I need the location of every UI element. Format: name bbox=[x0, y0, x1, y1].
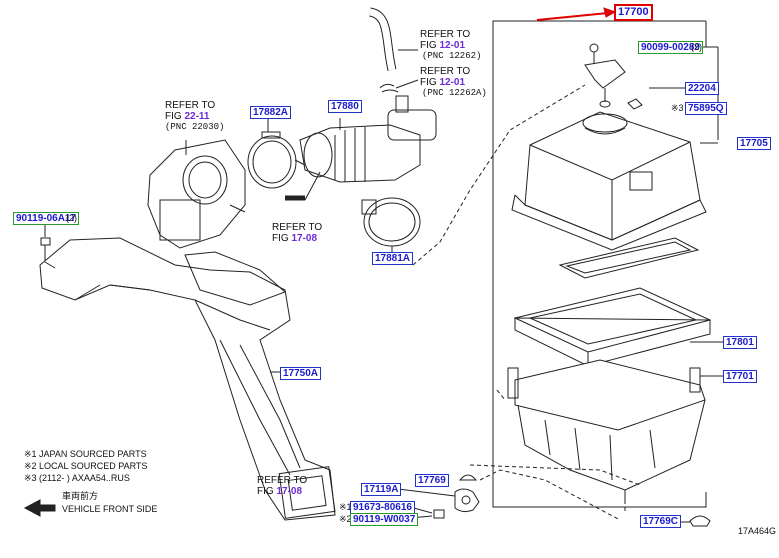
hose-clamp-left-drawing bbox=[247, 118, 297, 189]
ref-fig-17-08-b: REFER TO FIG 17-08 bbox=[257, 475, 307, 497]
ref-fig-link[interactable]: 12-01 bbox=[439, 77, 466, 88]
ref-fig-prefix: FIG bbox=[272, 233, 292, 244]
bolt-drawing bbox=[40, 225, 51, 262]
ref-fig-prefix: FIG bbox=[165, 111, 185, 122]
ref-fig-prefix: FIG bbox=[420, 77, 440, 88]
ref-fig-line: FIG 12-01 bbox=[420, 40, 481, 51]
part-75895Q-label[interactable]: 75895Q bbox=[685, 102, 727, 115]
intake-pipe-drawing bbox=[294, 95, 437, 183]
ref-fig-line: FIG 22-11 bbox=[165, 111, 224, 122]
part-90119a-qty: (2) bbox=[66, 213, 77, 223]
vehicle-front-label: VEHICLE FRONT SIDE bbox=[62, 504, 158, 514]
part-17769C-label[interactable]: 17769C bbox=[640, 515, 682, 528]
ref-fig-12-01-a: REFER TO FIG 12-01 (PNC 12262) bbox=[420, 29, 481, 62]
note-japan-sourced: ※1 JAPAN SOURCED PARTS bbox=[24, 449, 147, 459]
part-90119w-mark: ※2 bbox=[339, 514, 352, 524]
part-17801-label[interactable]: 17801 bbox=[723, 336, 757, 349]
ref-fig-12-01-b: REFER TO FIG 12-01 (PNC 12262A) bbox=[420, 66, 487, 99]
air-filter-drawing bbox=[513, 287, 712, 367]
part-17700-label[interactable]: 17700 bbox=[614, 4, 653, 21]
air-cleaner-cap-drawing bbox=[511, 111, 707, 251]
part-17705-label[interactable]: 17705 bbox=[737, 137, 771, 150]
ref-fig-link[interactable]: 17-08 bbox=[276, 486, 303, 497]
ref-fig-prefix: FIG bbox=[257, 486, 277, 497]
throttle-body-drawing bbox=[147, 139, 246, 249]
air-cleaner-case-drawing bbox=[507, 359, 706, 500]
highlight-arrow bbox=[536, 12, 609, 21]
part-90099-qty: (2) bbox=[691, 42, 702, 52]
ref-fig-link[interactable]: 22-11 bbox=[184, 111, 210, 122]
ref-fig-link[interactable]: 12-01 bbox=[439, 40, 466, 51]
ref-pnc: (PNC 12262A) bbox=[422, 88, 487, 98]
vehicle-front-jp: 車両前方 bbox=[62, 492, 99, 502]
ref-text: REFER TO bbox=[257, 475, 308, 486]
ref-pnc: (PNC 12262) bbox=[422, 51, 482, 61]
ref-pnc: (PNC 22030) bbox=[165, 122, 225, 132]
ref-fig-link[interactable]: 17-08 bbox=[291, 233, 318, 244]
part-90099-00289-label[interactable]: 90099-00289 bbox=[638, 41, 703, 54]
part-17769-label[interactable]: 17769 bbox=[415, 474, 449, 487]
part-91673-mark: ※1 bbox=[339, 502, 352, 512]
part-17880-label[interactable]: 17880 bbox=[328, 100, 362, 113]
part-75895-mark: ※3 bbox=[671, 103, 684, 113]
part-17750A-label[interactable]: 17750A bbox=[280, 367, 322, 380]
part-17881A-label[interactable]: 17881A bbox=[372, 252, 414, 265]
hose-clamp-right-drawing bbox=[361, 197, 421, 252]
ref-text: REFER TO bbox=[420, 29, 471, 40]
part-22204-label[interactable]: 22204 bbox=[685, 82, 719, 95]
ref-fig-line: FIG 12-01 bbox=[420, 77, 487, 88]
ref-fig-line: FIG 17-08 bbox=[272, 233, 322, 244]
part-17119A-label[interactable]: 17119A bbox=[361, 483, 402, 496]
breather-hose-drawing bbox=[368, 7, 419, 93]
sensor-drawing bbox=[584, 59, 643, 110]
grommet-drawing bbox=[677, 515, 711, 527]
ref-text: REFER TO bbox=[272, 222, 323, 233]
assembly-bracket bbox=[492, 20, 707, 508]
ref-text: REFER TO bbox=[165, 100, 216, 111]
front-arrow-drawing bbox=[23, 499, 56, 517]
screw-drawing bbox=[589, 43, 599, 64]
note-local-sourced: ※2 LOCAL SOURCED PARTS bbox=[24, 461, 148, 471]
part-17701-label[interactable]: 17701 bbox=[723, 370, 757, 383]
part-90119-06A17-label[interactable]: 90119-06A17 bbox=[13, 212, 80, 225]
note-model-range: ※3 (2112- ) AXAA54..RUS bbox=[24, 473, 130, 483]
ref-fig-22-11: REFER TO FIG 22-11 (PNC 22030) bbox=[165, 100, 224, 133]
intake-duct-drawing bbox=[39, 237, 336, 521]
part-90119-W0037-label[interactable]: 90119-W0037 bbox=[350, 513, 419, 526]
ref-fig-17-08-a: REFER TO FIG 17-08 bbox=[272, 222, 322, 244]
ref-fig-line: FIG 17-08 bbox=[257, 486, 307, 497]
figure-code: 17A464G bbox=[738, 526, 777, 536]
ref-text: REFER TO bbox=[420, 66, 471, 77]
part-17882A-label[interactable]: 17882A bbox=[250, 106, 292, 119]
ref-fig-prefix: FIG bbox=[420, 40, 440, 51]
